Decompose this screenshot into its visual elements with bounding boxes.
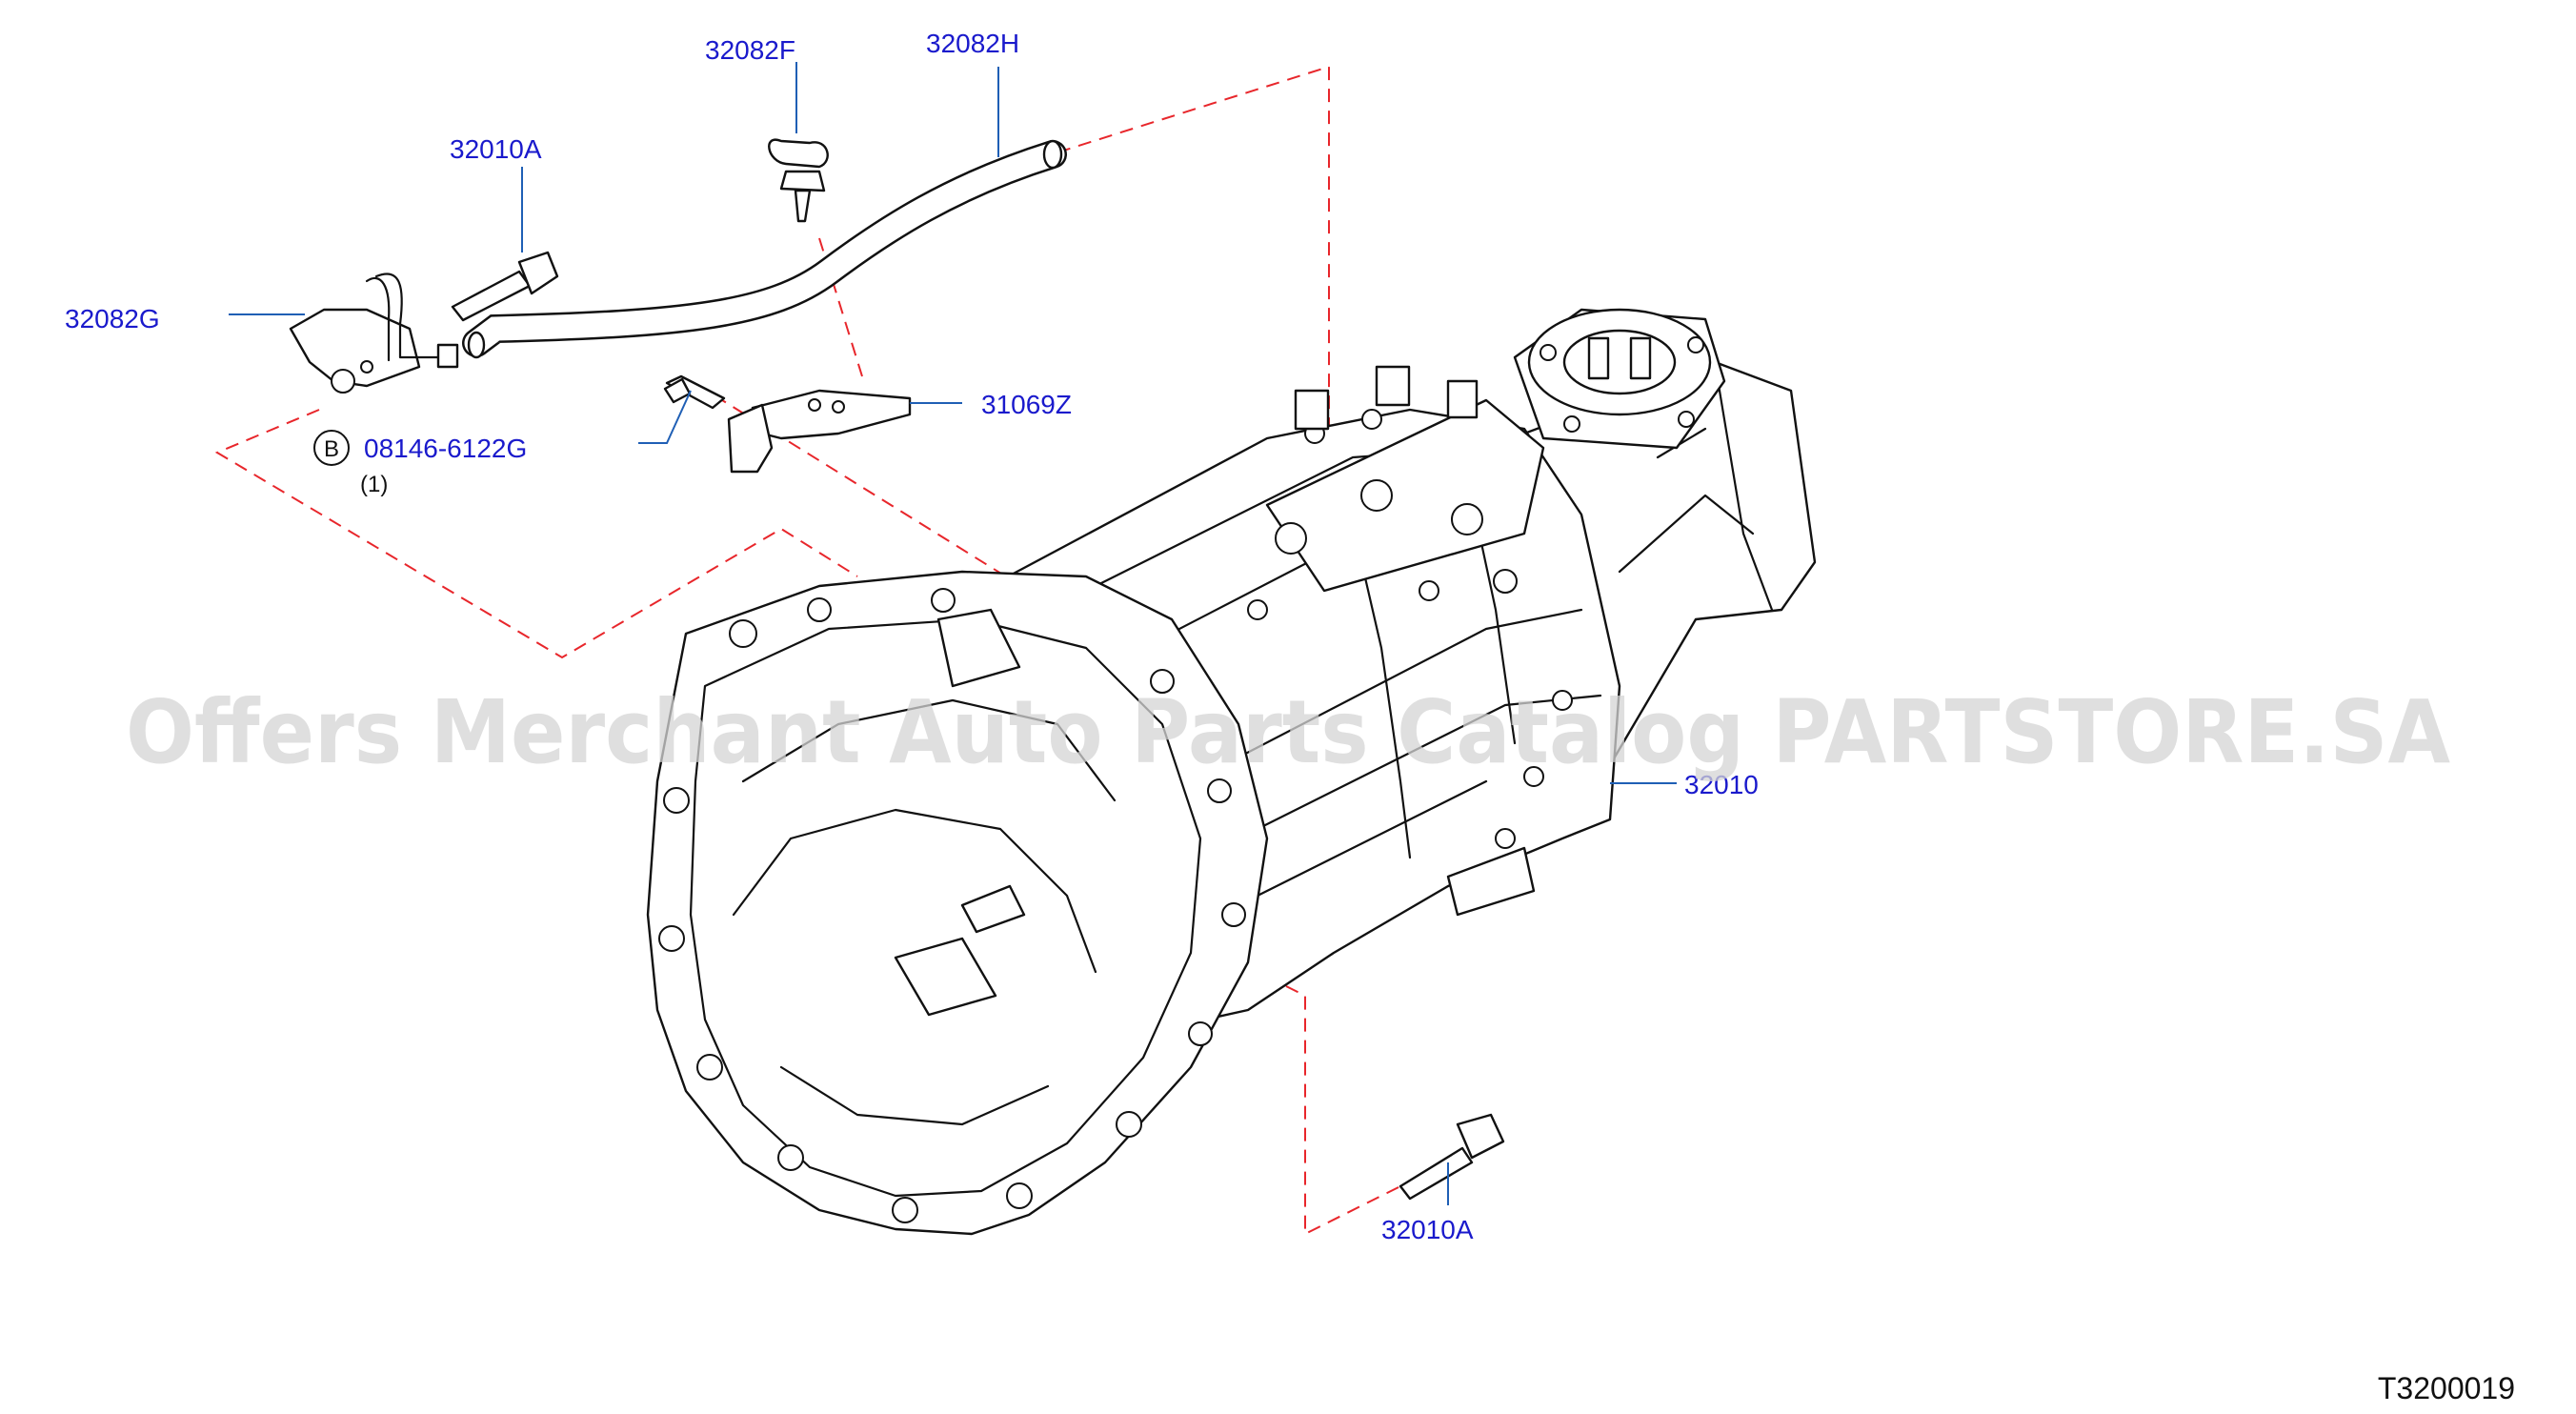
dashed-line-left-loop <box>214 409 858 659</box>
callout-32010a-bottom[interactable]: 32010A <box>1381 1215 1474 1244</box>
reference-callout[interactable]: B 08146-6122G (1) <box>313 430 527 497</box>
dashed-line-upper <box>1057 65 1330 438</box>
callout-32082f[interactable]: 32082F <box>705 35 795 65</box>
dashed-line-bolt-to-case <box>714 394 1030 592</box>
cable-bracket <box>289 273 459 394</box>
reference-badge: B <box>324 436 339 462</box>
callout-32010a-top[interactable]: 32010A <box>450 134 542 164</box>
bolt-32010a-top <box>451 251 559 322</box>
watermark: Offers Merchant Auto Parts Catalog PARTS… <box>126 681 2450 783</box>
leader-lines <box>229 62 1677 1205</box>
shift-cable <box>462 139 1067 359</box>
callout-31069z[interactable]: 31069Z <box>981 390 1072 419</box>
reference-part-number[interactable]: 08146-6122G <box>364 434 527 463</box>
bell-housing <box>646 570 1269 1236</box>
bracket-31069z <box>727 389 912 474</box>
reference-quantity: (1) <box>360 472 388 497</box>
transmission-assembly <box>646 308 1817 1236</box>
callout-32082h[interactable]: 32082H <box>926 29 1019 58</box>
callout-32010[interactable]: 32010 <box>1684 770 1759 799</box>
dashed-line-lower <box>1285 985 1401 1236</box>
reference-badge-circle <box>313 430 350 466</box>
dashed-alignment-lines <box>214 65 1401 1236</box>
bolt-32010a-bottom <box>1399 1113 1505 1201</box>
cable-clip <box>768 138 829 223</box>
diagram-code: T3200019 <box>2378 1371 2515 1405</box>
bolt-08146-6122g <box>663 374 726 410</box>
callout-32082g[interactable]: 32082G <box>65 304 160 333</box>
